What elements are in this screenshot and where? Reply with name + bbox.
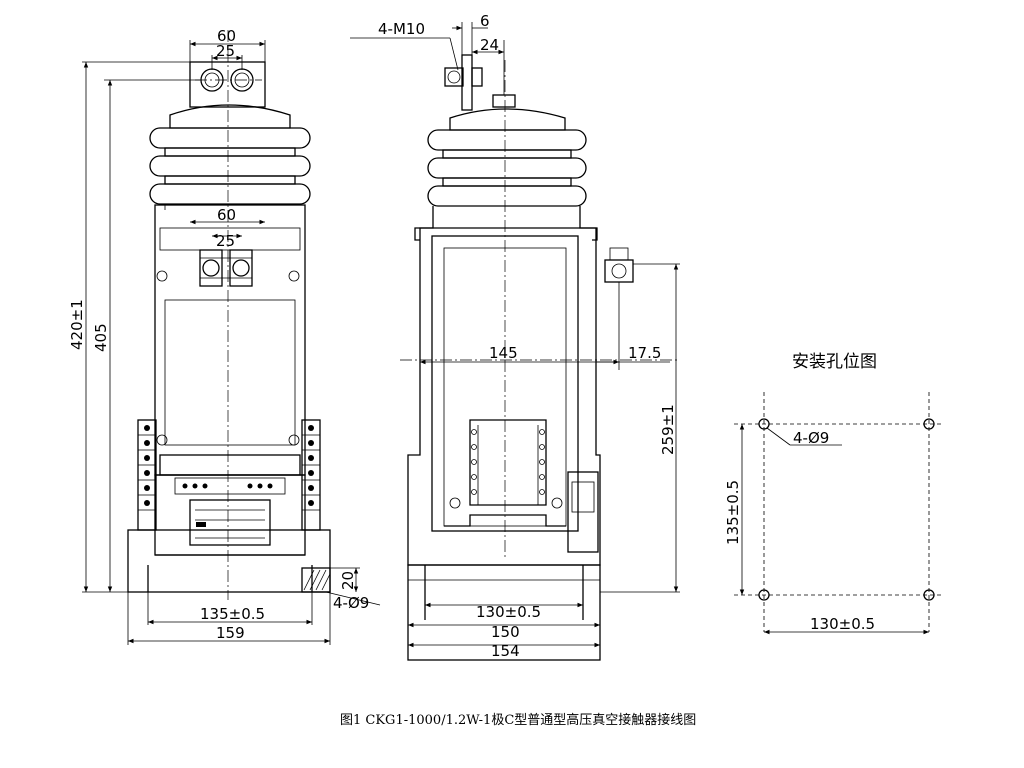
side-dim-150: 150 [491,623,520,641]
side-dim-259: 259±1 [659,404,677,455]
front-dim-width: 159 [216,624,245,642]
hole-layout: 安装孔位图 4-Ø9 135±0.5 130±0.5 [724,352,942,635]
front-dim-height-405: 405 [92,323,110,352]
front-dim-25-top: 25 [216,42,235,60]
hole-layout-title: 安装孔位图 [792,352,877,372]
front-dim-60-top: 60 [217,27,236,45]
front-dim-60-mid: 60 [217,206,236,224]
side-bolt-label: 4-M10 [378,20,425,38]
front-dim-mount-span: 135±0.5 [200,605,265,623]
front-dim-hole: 4-Ø9 [333,594,369,612]
side-dim-6: 6 [480,12,490,30]
front-view: 60 25 60 25 420±1 405 135±0.5 159 20 4-Ø… [68,27,381,645]
drawing-caption: 图1 CKG1-1000/1.2W-1极C型普通型高压真空接触器接线图 [340,712,696,728]
side-view: 4-M10 6 24 [350,12,680,661]
hole-label: 4-Ø9 [793,429,829,447]
side-dim-145: 145 [489,344,518,362]
front-dim-25-mid: 25 [216,232,235,250]
side-dim-24: 24 [480,36,499,54]
front-dim-20: 20 [339,571,357,590]
side-dim-mount-span: 130±0.5 [476,603,541,621]
side-dim-17-5: 17.5 [628,344,661,362]
front-dim-height-total: 420±1 [68,299,86,350]
hole-dim-horizontal: 130±0.5 [810,615,875,633]
hole-dim-vertical: 135±0.5 [724,480,742,545]
side-dim-154: 154 [491,642,520,660]
